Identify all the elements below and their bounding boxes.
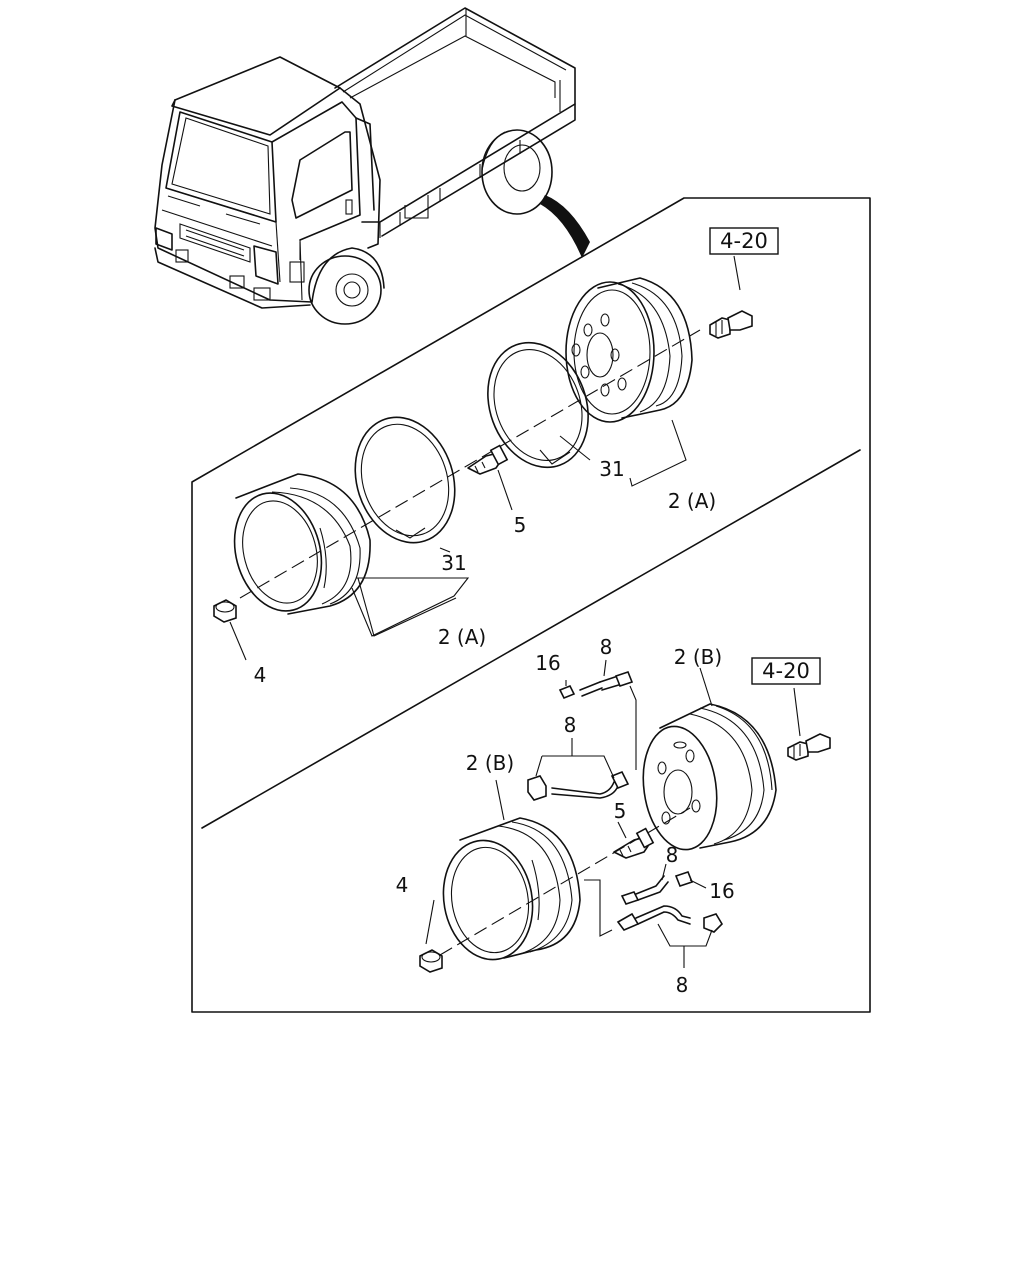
extension-b-bottom bbox=[616, 905, 724, 933]
hub-bolt-a bbox=[709, 310, 753, 339]
valve-b bbox=[613, 827, 655, 859]
callout-b-cap-top: 16 bbox=[535, 651, 560, 675]
callout-b-ext-low: 8 bbox=[666, 843, 679, 867]
nut-a bbox=[213, 599, 237, 623]
rim-a-front bbox=[233, 473, 371, 615]
callout-a-nut: 4 bbox=[254, 663, 267, 687]
callout-b-cap-low: 16 bbox=[709, 879, 734, 903]
callout-b-ext-bottom: 8 bbox=[676, 973, 689, 997]
callout-b-ext-mid: 8 bbox=[564, 713, 577, 737]
extension-b-low bbox=[620, 871, 694, 905]
hub-bolt-b bbox=[787, 733, 831, 761]
disc-wheel-a-rear bbox=[565, 277, 693, 423]
callout-b-ext-top: 8 bbox=[600, 635, 613, 659]
valve-a bbox=[467, 444, 509, 475]
callout-labels: 2 (A) 2 (A) 31 31 5 4 2 (B) 2 (B) 5 4 8 … bbox=[254, 457, 735, 997]
extension-b-top bbox=[558, 671, 634, 700]
wheel-assembly-a bbox=[213, 255, 753, 661]
wheel-assembly-b bbox=[419, 659, 831, 973]
ref-box-top[interactable]: 4-20 bbox=[709, 227, 779, 255]
diagram-panel bbox=[191, 197, 871, 1013]
callout-a-ring-front: 31 bbox=[441, 551, 466, 575]
callout-a-valve: 5 bbox=[514, 513, 527, 537]
extension-b-mid bbox=[527, 770, 630, 801]
rim-b-front bbox=[442, 817, 581, 961]
callout-b-wheel-rear: 2 (B) bbox=[674, 645, 722, 669]
truck-illustration bbox=[154, 7, 590, 325]
ref-box-bottom[interactable]: 4-20 bbox=[751, 657, 821, 685]
ref-label-bottom: 4-20 bbox=[762, 659, 810, 683]
nut-b bbox=[419, 949, 443, 973]
callout-b-wheel-front: 2 (B) bbox=[466, 751, 514, 775]
disc-wheel-b-rear bbox=[642, 703, 777, 851]
callout-a-wheel-rear: 2 (A) bbox=[668, 489, 716, 513]
side-ring-a-rear bbox=[487, 341, 589, 469]
side-ring-a-front bbox=[354, 416, 456, 544]
callout-a-ring-rear: 31 bbox=[599, 457, 624, 481]
callout-b-valve: 5 bbox=[614, 799, 627, 823]
ref-label-top: 4-20 bbox=[720, 229, 768, 253]
callout-a-wheel-front: 2 (A) bbox=[438, 625, 486, 649]
callout-b-nut: 4 bbox=[396, 873, 409, 897]
